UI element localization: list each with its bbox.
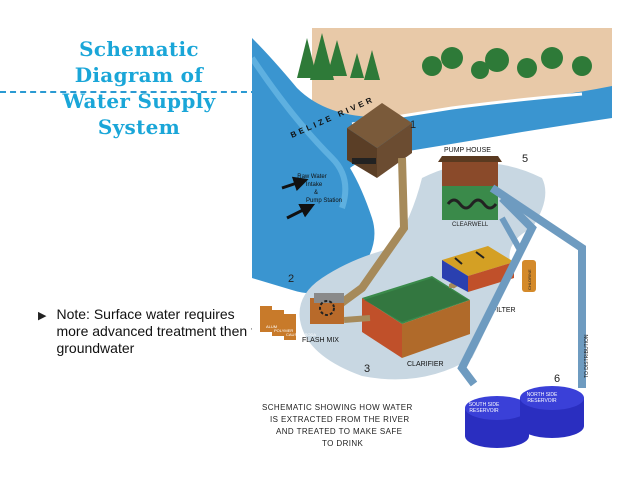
intake-station <box>347 103 412 178</box>
chlorine-label: CHLORINE <box>527 269 532 290</box>
south-reservoir-label: SOUTH SIDE <box>469 402 500 408</box>
filter-label: FILTER <box>492 307 516 314</box>
riverbank-land <box>312 28 612 128</box>
stage-number: 3 <box>364 363 370 375</box>
note-bullet-item: ▶ Note: Surface water requires more adva… <box>38 306 270 357</box>
stage-number: 6 <box>554 373 560 385</box>
caption-line: TO DRINK <box>322 439 364 448</box>
north-reservoir <box>520 386 584 438</box>
stage-number: 5 <box>522 153 528 165</box>
slide-title: Schematic Diagram of Water Supply System <box>22 36 256 140</box>
distribution-pipe <box>489 184 586 388</box>
caption-line: AND TREATED TO MAKE SAFE <box>276 427 402 436</box>
north-reservoir-label: RESERVOIR <box>527 398 557 404</box>
clearwell-label: CLEARWELL <box>452 222 489 228</box>
intake-label-line: Raw Water <box>297 174 326 180</box>
north-reservoir-label: NORTH SIDE <box>527 392 558 398</box>
caption-line: SCHEMATIC SHOWING HOW WATER <box>262 403 413 412</box>
triangle-bullet-icon: ▶ <box>38 310 47 322</box>
stage-number: 2 <box>288 273 294 285</box>
caption-line: IS EXTRACTED FROM THE RIVER <box>270 415 410 424</box>
title-line: Schematic <box>79 37 199 61</box>
title-line: Diagram of <box>74 63 204 87</box>
chemical-label: ALUM <box>266 324 277 329</box>
pump-house <box>438 156 502 220</box>
pump-house-label: PUMP HOUSE <box>444 147 491 154</box>
intake-label-line: Intake <box>306 182 323 188</box>
south-reservoir-label: RESERVOIR <box>469 408 499 414</box>
water-supply-diagram: BELIZE RIVER 1 Raw Water Intake & Pump S… <box>252 28 612 468</box>
raw-water-pipe <box>329 157 409 314</box>
stage-number: 1 <box>410 119 416 131</box>
river <box>252 38 612 294</box>
title-line: Water Supply <box>62 89 216 113</box>
chemical-label: CAUSTIC SODA <box>286 332 316 337</box>
distribution-label: TO DISTRIBUTION <box>584 334 590 378</box>
title-divider <box>0 91 257 93</box>
filter-basin <box>442 246 514 292</box>
trees <box>297 33 592 80</box>
note-text: Note: Surface water requires more advanc… <box>56 306 268 356</box>
flash-mix-tank <box>310 293 344 324</box>
intake-label-line: & <box>314 190 318 196</box>
chemical-label: POLYMER <box>274 328 293 333</box>
chlorine-tank <box>522 260 536 292</box>
flash-mix-label: FLASH MIX <box>302 337 339 344</box>
clarifier-label: CLARIFIER <box>407 361 444 368</box>
title-line: System <box>97 115 181 139</box>
chemical-tanks <box>260 306 296 340</box>
clarifier-basin <box>362 276 470 358</box>
south-reservoir <box>465 396 529 448</box>
intake-label-line: Pump Station <box>306 198 342 204</box>
